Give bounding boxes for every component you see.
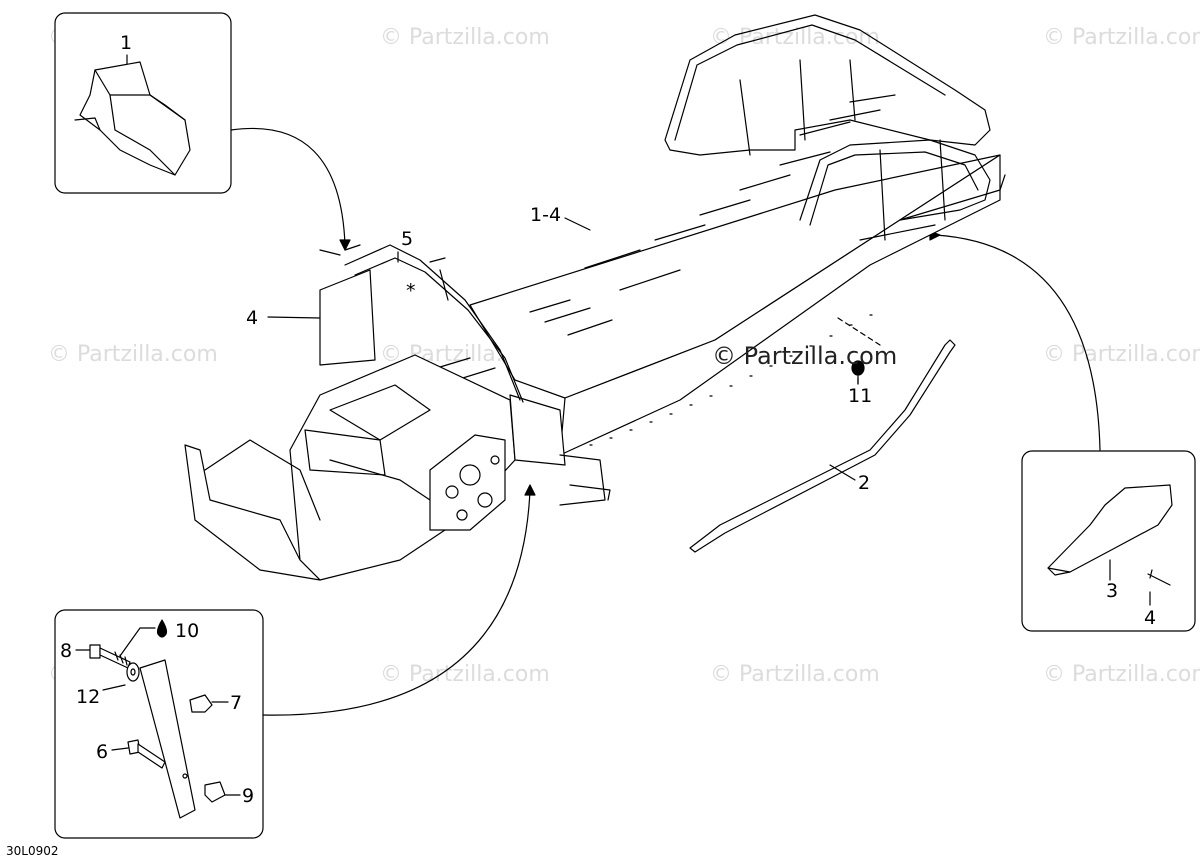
callout-6: 6	[96, 741, 109, 763]
part-2-strip	[689, 339, 956, 553]
main-frame	[184, 94, 1001, 581]
callout-11: 11	[848, 385, 873, 407]
dashed-guide	[837, 317, 881, 346]
leader-1-4	[564, 217, 591, 231]
callout-4-inset: 4	[1144, 607, 1157, 629]
callout-9: 9	[242, 785, 255, 807]
oil-drop-icon	[156, 619, 168, 638]
callout-10: 10	[175, 620, 200, 642]
callout-7: 7	[230, 692, 243, 714]
callout-3: 3	[1106, 580, 1119, 602]
part-6-bolt	[111, 739, 166, 769]
part-3-plate	[1047, 484, 1173, 581]
part-4-rivet	[1147, 569, 1171, 606]
connector-line	[934, 234, 1101, 451]
callout-5: 5	[401, 228, 414, 250]
part-9-locknut	[204, 781, 241, 803]
callout-12: 12	[76, 686, 101, 708]
callout-1: 1	[120, 32, 133, 54]
part-12-washer	[102, 662, 140, 691]
callout-8: 8	[60, 640, 73, 662]
leader-2	[829, 464, 856, 481]
arrowhead	[339, 239, 351, 251]
leader-10	[119, 627, 156, 657]
callout-star: *	[406, 280, 416, 302]
leader-4	[267, 316, 321, 319]
arrowhead	[524, 484, 536, 496]
callout-1-4: 1-4	[530, 204, 562, 226]
connector-line	[230, 127, 346, 246]
part-bracket-arm	[139, 659, 196, 819]
rear-rack	[664, 14, 1006, 241]
part-1-bracket	[74, 61, 191, 176]
connector-line	[262, 489, 531, 716]
diagram-code: 30L0902	[6, 844, 59, 858]
callout-4: 4	[246, 307, 259, 329]
part-7-nut	[189, 694, 229, 713]
callout-2: 2	[858, 472, 871, 494]
